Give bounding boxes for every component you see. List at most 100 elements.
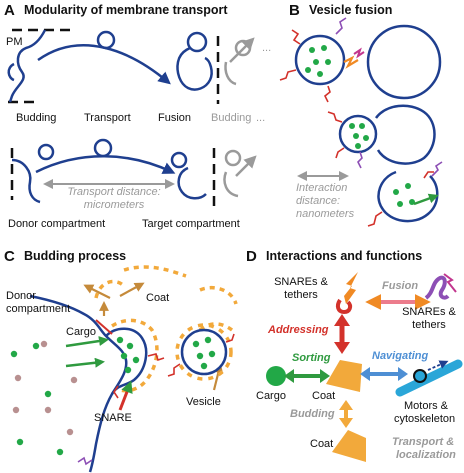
fusing-vesicle (186, 31, 208, 53)
coat-label-d-center: Coat (312, 390, 336, 402)
panel-d-title: Interactions and functions (266, 249, 423, 263)
next-vesicle-bottom (224, 149, 242, 167)
snare-vesicle-c1 (167, 363, 181, 377)
cargo-label-d: Cargo (256, 390, 286, 402)
panel-c-title: Budding process (24, 249, 127, 263)
transport-distance-label-2: micrometers (83, 199, 145, 211)
tether-b2 (357, 151, 363, 169)
vesicle-label-c: Vesicle (186, 396, 221, 408)
cytoskeleton-rod (395, 359, 463, 397)
next-membrane-bottom (223, 171, 239, 198)
target-membrane-bottom (177, 166, 207, 200)
addressing-label: Addressing (268, 324, 329, 336)
budding-head-bottom (339, 418, 353, 428)
transport-localization-label-1: Transport & (392, 436, 455, 448)
pm-label: PM (6, 36, 23, 48)
addressing-arrow-head-top (334, 314, 350, 326)
cargo-dots-b2 (349, 123, 369, 149)
panel-b-title: Vesicle fusion (309, 3, 393, 17)
coat-arrow-2 (119, 282, 145, 297)
navigating-head-left (360, 367, 370, 381)
sorting-head-right (320, 369, 330, 383)
transport-vesicle (96, 30, 116, 50)
snare-vesicle-c2 (225, 333, 235, 343)
vesicle-c (180, 328, 228, 376)
donor-bud-bottom (37, 143, 55, 161)
snare-bolt-left-red (335, 298, 353, 315)
motors-label-1: Motors & (404, 400, 449, 412)
tether-squiggle-c (77, 456, 93, 466)
vesicle-c-coat (175, 323, 233, 381)
snare-b2-a (327, 111, 343, 123)
panel-d (266, 272, 463, 462)
sorting-head-left (284, 369, 294, 383)
snare-squiggle-c2 (113, 385, 119, 399)
cargo-dots-bud (116, 336, 140, 374)
panel-a (7, 28, 257, 210)
fusion-label: Fusion (382, 280, 419, 292)
navigating-head-right (398, 367, 408, 381)
next-compartment-top (224, 61, 237, 86)
transport-arrow-bottom (35, 155, 176, 174)
step-fusion: Fusion (158, 112, 192, 124)
target-b3 (377, 170, 439, 223)
panel-a-title: Modularity of membrane transport (24, 3, 228, 17)
transport-vesicle-bottom (93, 138, 113, 158)
sorting-label: Sorting (292, 352, 331, 364)
tether-b3 (431, 161, 443, 177)
step-transport: Transport (84, 112, 131, 124)
donor-mauve-dots (12, 340, 78, 436)
tether-bolt-right-pink (443, 273, 457, 293)
step-ellipsis: ... (256, 112, 266, 124)
coat-label-c: Coat (146, 292, 170, 304)
snare-squiggle-c1 (147, 353, 165, 362)
snare-label-c: SNARE (94, 412, 132, 424)
budding-label-d: Budding (290, 408, 335, 420)
snares-right-label-2: tethers (412, 319, 446, 331)
snares-right-label-1: SNAREs & (402, 306, 456, 318)
donor-membrane-top (8, 29, 47, 103)
panel-b-letter: B (289, 2, 300, 19)
snare-b1-c (323, 85, 331, 103)
transport-localization-label-2: localization (396, 449, 456, 461)
coat-dashes-c (94, 265, 238, 393)
cargo-dots-b3 (393, 183, 415, 207)
cargo-arrow-2 (65, 357, 105, 368)
release-arrow-b3 (413, 193, 439, 206)
next-arrow-top (229, 37, 255, 63)
addressing-arrow-head-bottom (334, 342, 350, 354)
fusion-membrane (176, 45, 213, 91)
transport-arrow-top (37, 44, 171, 85)
donor-compartment-label: Donor compartment (8, 218, 106, 230)
cargo-dots-vesicle-c (192, 336, 216, 370)
coat-label-d-bottom: Coat (310, 438, 334, 450)
snares-left-label-2: tethers (284, 289, 318, 301)
target-b2 (374, 104, 436, 165)
coat-arrow-1 (83, 284, 111, 299)
cargo-label-c: Cargo (66, 326, 96, 338)
cargo-circle-d (266, 366, 286, 386)
snares-left-label-1: SNAREs & (274, 276, 328, 288)
donor-label-c-1: Donor (6, 290, 36, 302)
interaction-distance-label-2: distance: (296, 195, 341, 207)
tether-b1 (335, 17, 347, 35)
cargo-arrow (65, 336, 109, 348)
donor-membrane-c (29, 294, 128, 473)
target-b1 (366, 24, 442, 100)
panel-b (279, 17, 443, 227)
coat-shape-bottom (332, 430, 366, 462)
coat-shape-center (326, 360, 362, 392)
step-budding-next: Budding (211, 112, 252, 124)
donor-green-dots (10, 342, 64, 456)
snare-b1-a (291, 29, 301, 45)
target-compartment-label: Target compartment (142, 218, 240, 230)
snare-b3-b (423, 171, 434, 179)
transport-distance-label-1: Transport distance: (67, 186, 161, 198)
tether-zip-b1 (353, 47, 365, 59)
panel-d-letter: D (246, 248, 257, 265)
budding-head-top (339, 400, 353, 410)
snare-zip-b1 (343, 55, 359, 69)
snare-b3-a (367, 211, 383, 227)
snare-bolt-left (344, 272, 358, 304)
